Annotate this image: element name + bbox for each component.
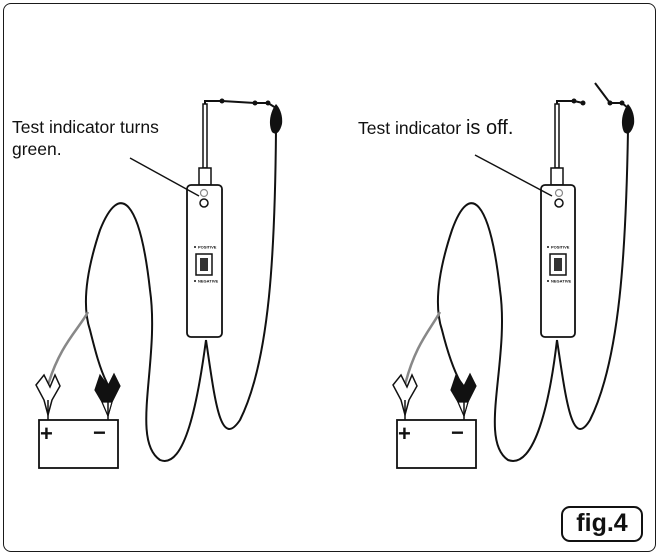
right-negative-clamp bbox=[450, 372, 477, 420]
right-wire-dot-2 bbox=[580, 100, 586, 106]
left-caption: Test indicator turns green. bbox=[12, 116, 159, 160]
right-caption-part1: Test indicator bbox=[358, 118, 466, 138]
right-wire-dot-4 bbox=[619, 100, 625, 106]
right-probe-tip bbox=[621, 104, 635, 134]
right-switch-dot-top bbox=[547, 246, 549, 248]
left-switch-dot-top bbox=[194, 246, 196, 248]
left-battery-minus: − bbox=[93, 420, 106, 445]
right-open-switch bbox=[594, 82, 629, 109]
left-switch-negative-label: NEGATIVE bbox=[198, 279, 218, 284]
right-wire-dot-1 bbox=[571, 98, 577, 104]
left-switch-positive-label: POSITIVE bbox=[198, 245, 217, 250]
left-caption-line1: Test indicator turns bbox=[12, 117, 159, 137]
left-switch-knob bbox=[200, 258, 208, 271]
figure-frame bbox=[3, 3, 656, 552]
right-tester-needle bbox=[554, 103, 560, 169]
left-black-lead bbox=[84, 202, 207, 462]
left-battery-plus: + bbox=[40, 421, 53, 446]
right-switch-knob bbox=[554, 258, 562, 271]
right-caption-pointer bbox=[474, 154, 553, 197]
right-switch-positive-label: POSITIVE bbox=[551, 245, 570, 250]
right-switch-negative-label: NEGATIVE bbox=[551, 279, 571, 284]
left-led-indicator bbox=[199, 198, 209, 208]
right-battery-plus: + bbox=[398, 421, 411, 446]
right-caption-part2: is off. bbox=[465, 117, 514, 139]
right-black-lead bbox=[436, 202, 558, 462]
right-led-outer bbox=[554, 188, 564, 198]
left-caption-pointer bbox=[129, 157, 200, 197]
left-caption-line2: green. bbox=[12, 139, 62, 159]
left-top-wire bbox=[204, 100, 277, 109]
left-probe-cable bbox=[205, 129, 277, 430]
right-battery-minus: − bbox=[451, 420, 464, 445]
right-test-setup: POSITIVE NEGATIVE + − bbox=[392, 82, 635, 469]
right-top-wire bbox=[556, 100, 584, 104]
left-tester-needle bbox=[202, 103, 208, 169]
left-wire-dot-3 bbox=[265, 100, 271, 106]
right-positive-clamp bbox=[392, 373, 418, 420]
left-battery bbox=[38, 419, 119, 469]
left-wire-dot-2 bbox=[252, 100, 258, 106]
right-probe-cable bbox=[556, 129, 629, 430]
right-caption: Test indicator is off. bbox=[358, 117, 513, 139]
left-test-setup: POSITIVE NEGATIVE + − bbox=[35, 98, 283, 469]
right-switch-dot-bottom bbox=[547, 280, 549, 282]
left-wire-dot-1 bbox=[219, 98, 225, 104]
right-led-indicator bbox=[554, 198, 564, 208]
left-led-outer bbox=[199, 188, 209, 198]
right-wire-dot-3 bbox=[607, 100, 613, 106]
right-tester-neck bbox=[550, 167, 564, 186]
left-negative-clamp bbox=[94, 372, 121, 420]
left-probe-tip bbox=[269, 104, 283, 134]
left-switch-dot-bottom bbox=[194, 280, 196, 282]
left-tester-neck bbox=[198, 167, 212, 186]
figure-label: fig.4 bbox=[561, 506, 643, 542]
left-positive-clamp bbox=[35, 373, 61, 420]
left-gray-lead bbox=[46, 311, 90, 386]
right-gray-lead bbox=[403, 311, 442, 386]
right-battery bbox=[396, 419, 477, 469]
